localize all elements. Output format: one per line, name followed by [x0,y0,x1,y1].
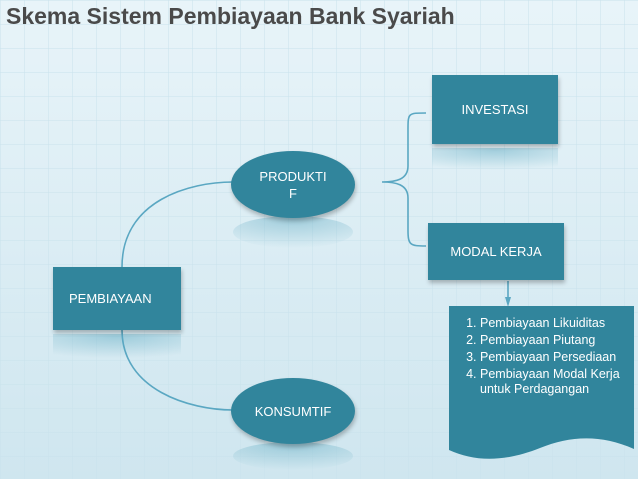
node-modal-kerja-label: MODAL KERJA [450,244,542,259]
modal-kerja-list: Pembiayaan Likuiditas Pembiayaan Piutang… [454,316,636,399]
connector-pembiayaan-konsumtif [121,329,234,411]
list-item: Pembiayaan Modal Kerja untuk Perdagangan [480,367,636,397]
brace-connector [381,112,427,247]
list-item: Pembiayaan Piutang [480,333,636,348]
node-produktif-label-line1: PRODUKTI [259,168,327,184]
produktif-reflection [233,216,353,248]
node-konsumtif: KONSUMTIF [231,378,355,444]
node-produktif-label-line2: F [289,185,297,201]
investasi-reflection [432,148,558,170]
node-pembiayaan: PEMBIAYAAN [53,267,181,330]
pembiayaan-reflection [53,334,181,358]
list-item: Pembiayaan Persediaan [480,350,636,365]
page-title: Skema Sistem Pembiayaan Bank Syariah [6,3,455,29]
konsumtif-reflection [233,442,353,470]
connector-pembiayaan-produktif [121,181,234,268]
node-pembiayaan-label: PEMBIAYAAN [69,291,152,306]
node-produktif: PRODUKTI F [231,151,355,218]
node-konsumtif-label: KONSUMTIF [254,403,332,419]
list-document-shape [449,306,634,459]
node-investasi-label: INVESTASI [461,102,529,117]
node-modal-kerja: MODAL KERJA [428,223,564,280]
list-item: Pembiayaan Likuiditas [480,316,636,331]
node-investasi: INVESTASI [432,75,558,144]
